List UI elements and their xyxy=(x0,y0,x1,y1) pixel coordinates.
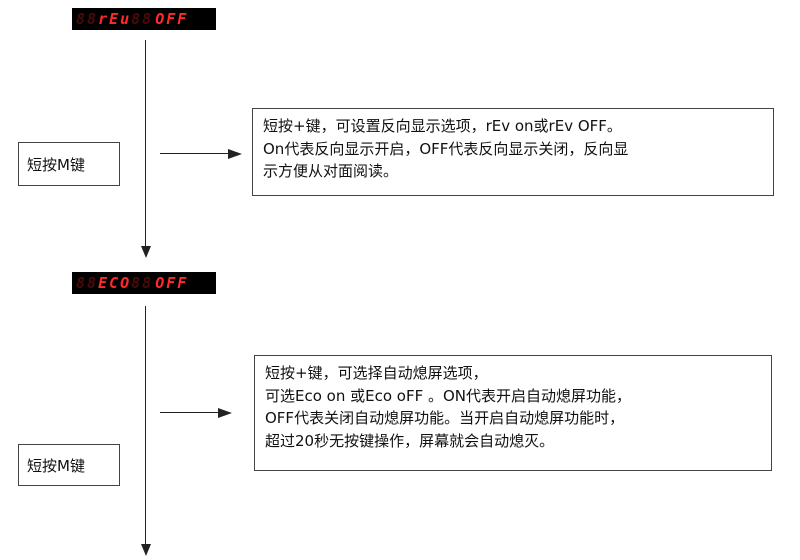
description-line: 示方便从对面阅读。 xyxy=(263,162,399,180)
key-action-label: 短按M键 xyxy=(27,155,85,174)
flow-line xyxy=(145,306,146,546)
led-unlit-digits: 88 xyxy=(76,274,99,292)
led-unlit-digits: 88 xyxy=(76,10,99,28)
led-display-eco: 88 ECO 88 OFF xyxy=(72,272,216,294)
description-line: On代表反向显示开启，OFF代表反向显示关闭，反向显 xyxy=(263,139,629,158)
description-line: 短按+键，可设置反向显示选项，rEv on或rEv OFF。 xyxy=(263,117,622,135)
key-action-box: 短按M键 xyxy=(18,444,120,486)
key-action-box: 短按M键 xyxy=(18,142,120,186)
led-mode-text: ECO xyxy=(98,274,132,292)
led-value-text: OFF xyxy=(155,274,189,292)
flow-line xyxy=(145,40,146,248)
description-line: 可选Eco on 或Eco oFF 。ON代表开启自动熄屏功能， xyxy=(265,386,632,405)
led-mode-text: rEu xyxy=(98,10,132,28)
arrow-line xyxy=(160,153,230,154)
down-arrow-icon xyxy=(141,544,151,556)
key-action-label: 短按M键 xyxy=(27,456,85,475)
description-box: 短按+键，可设置反向显示选项，rEv on或rEv OFF。 On代表反向显示开… xyxy=(252,108,774,196)
down-arrow-icon xyxy=(141,246,151,258)
led-display-reverse: 88 rEu 88 OFF xyxy=(72,8,216,30)
right-arrow-icon xyxy=(218,408,232,418)
right-arrow-icon xyxy=(228,149,242,159)
description-line: 短按+键，可选择自动熄屏选项， xyxy=(265,364,488,382)
description-box: 短按+键，可选择自动熄屏选项， 可选Eco on 或Eco oFF 。ON代表开… xyxy=(254,355,772,471)
description-line: 超过20秒无按键操作，屏幕就会自动熄灭。 xyxy=(265,431,555,450)
description-line: OFF代表关闭自动熄屏功能。当开启自动熄屏功能时， xyxy=(265,409,625,427)
led-unlit-digits: 88 xyxy=(131,10,154,28)
arrow-line xyxy=(160,412,220,413)
led-value-text: OFF xyxy=(155,10,189,28)
led-unlit-digits: 88 xyxy=(131,274,154,292)
